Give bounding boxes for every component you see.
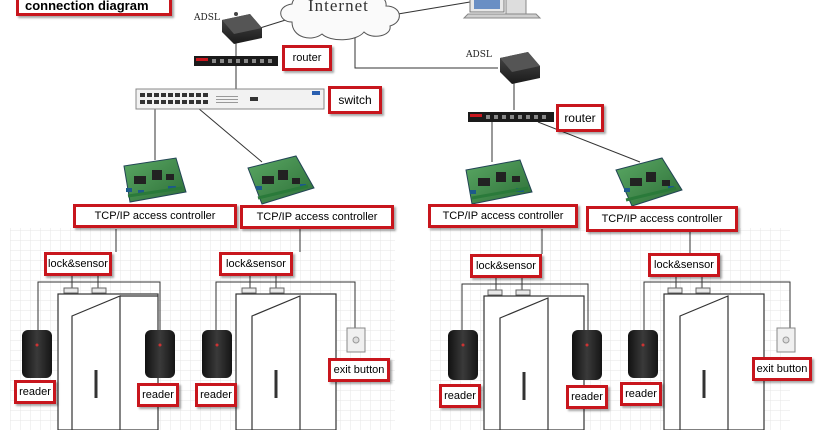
door-icon-4 <box>663 293 765 430</box>
exit-button-icon-2 <box>776 327 796 353</box>
card-reader-icon-3 <box>202 330 232 378</box>
reader-label-2: reader <box>137 383 179 407</box>
diagram-title: connection diagram <box>16 0 172 16</box>
card-reader-icon-1 <box>22 330 52 378</box>
controller-board-icon-2 <box>247 155 315 205</box>
router-label-1: router <box>282 45 332 71</box>
router-label-2: router <box>556 104 604 132</box>
exit-button-icon-1 <box>346 327 366 353</box>
adsl-modem-icon-1 <box>222 12 262 44</box>
card-reader-icon-5 <box>572 330 602 380</box>
computer-icon <box>462 0 542 19</box>
lock-sensor-label-3: lock&sensor <box>470 254 542 278</box>
readers <box>22 330 658 380</box>
switch-label: switch <box>328 86 382 114</box>
lock-sensor-label-2: lock&sensor <box>219 252 293 276</box>
reader-label-4: reader <box>439 384 481 408</box>
internet-cloud <box>280 0 400 41</box>
router-icon-2 <box>468 112 554 122</box>
adsl-text-2: ADSL <box>466 50 492 60</box>
controller-board-icon-4 <box>615 157 683 207</box>
adsl-text-1: ADSL <box>194 13 220 23</box>
lock-sensor-label-1: lock&sensor <box>44 252 112 276</box>
internet-text: Internet <box>308 0 369 15</box>
exit-button-label-2: exit button <box>752 357 812 381</box>
controller-label-4: TCP/IP access controller <box>586 206 738 232</box>
door-icon-3 <box>483 295 585 430</box>
router-icon-1 <box>194 56 278 66</box>
reader-label-1: reader <box>14 380 56 404</box>
door-icon-1 <box>57 293 159 430</box>
reader-label-6: reader <box>620 382 662 406</box>
controller-board-icon-1 <box>123 157 187 203</box>
controller-board-icon-3 <box>465 159 533 205</box>
card-reader-icon-4 <box>448 330 478 380</box>
reader-label-5: reader <box>566 385 608 409</box>
card-reader-icon-6 <box>628 330 658 378</box>
exit-button-label-1: exit button <box>328 358 390 382</box>
lock-sensor-parts <box>63 287 711 296</box>
controller-label-1: TCP/IP access controller <box>73 204 237 228</box>
door-icon-2 <box>235 293 337 430</box>
adsl-modem-icon-2 <box>500 52 540 84</box>
switch-icon <box>135 88 325 110</box>
lock-sensor-label-4: lock&sensor <box>648 253 720 277</box>
card-reader-icon-2 <box>145 330 175 378</box>
reader-label-3: reader <box>195 383 237 407</box>
controller-label-2: TCP/IP access controller <box>240 205 394 229</box>
controller-label-3: TCP/IP access controller <box>428 204 578 228</box>
